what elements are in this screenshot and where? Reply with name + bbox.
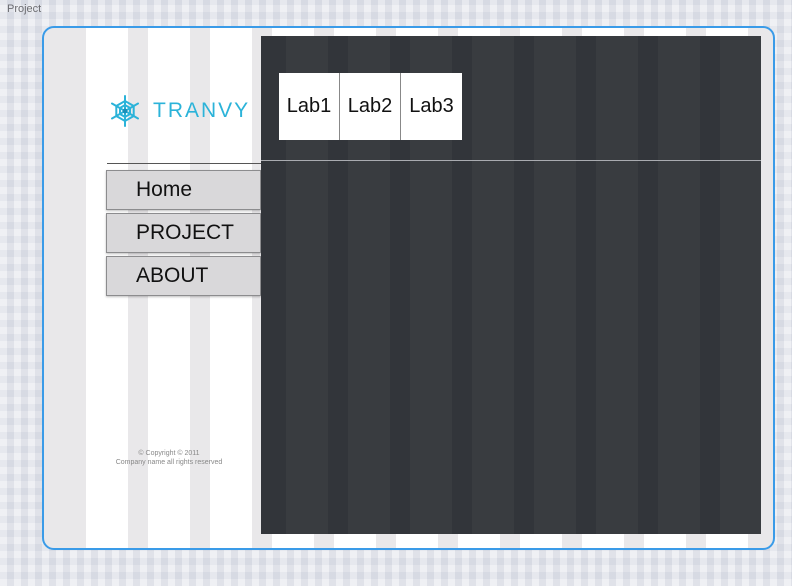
copyright-footer: © Copyright © 2011 Company name all righ… xyxy=(104,449,234,467)
artboard-frame[interactable]: TRANVY Home PROJECT ABOUT © Copyright © … xyxy=(42,26,775,550)
tab-lab1[interactable]: Lab1 xyxy=(279,73,340,140)
lab-tabs: Lab1 Lab2 Lab3 xyxy=(279,73,462,140)
frame-label[interactable]: Project xyxy=(7,3,42,15)
copyright-line: © Copyright © 2011 xyxy=(138,450,200,457)
nav-item-project[interactable]: PROJECT xyxy=(106,213,261,253)
tab-lab3[interactable]: Lab3 xyxy=(401,73,462,140)
content-divider xyxy=(261,160,761,161)
snowflake-logo-icon xyxy=(111,95,139,127)
nav-item-home[interactable]: Home xyxy=(106,170,261,210)
brand-name: TRANVY xyxy=(153,99,251,122)
company-rights-line: Company name all rights reserved xyxy=(115,459,223,466)
main-content-panel: Lab1 Lab2 Lab3 xyxy=(261,36,761,534)
sidebar-nav: Home PROJECT ABOUT xyxy=(106,170,261,299)
nav-divider xyxy=(107,163,261,164)
brand-logo[interactable]: TRANVY xyxy=(108,94,250,128)
tab-lab2[interactable]: Lab2 xyxy=(340,73,401,140)
nav-item-about[interactable]: ABOUT xyxy=(106,256,261,296)
